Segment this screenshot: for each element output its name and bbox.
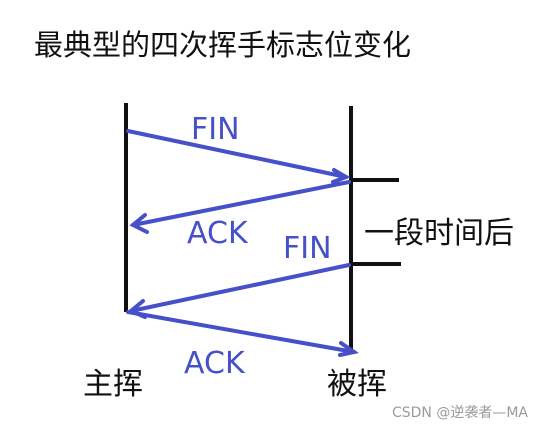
message-label-fin-2: FIN bbox=[283, 231, 332, 266]
message-label-ack-2: ACK bbox=[184, 346, 246, 381]
responder-label: 被挥 bbox=[327, 367, 387, 402]
message-arrow-ack-2 bbox=[126, 310, 359, 357]
message-label-fin-1: FIN bbox=[191, 112, 240, 147]
diagram-title: 最典型的四次挥手标志位变化 bbox=[34, 28, 412, 62]
interval-label: 一段时间后 bbox=[364, 216, 514, 251]
message-arrow-fin-2 bbox=[127, 263, 351, 319]
initiator-label: 主挥 bbox=[83, 367, 143, 402]
message-arrow-fin-1 bbox=[126, 129, 351, 184]
message-arrow-ack-1 bbox=[129, 180, 351, 234]
message-label-ack-1: ACK bbox=[187, 216, 249, 251]
watermark-text: CSDN @逆袭者—MA bbox=[391, 405, 528, 421]
